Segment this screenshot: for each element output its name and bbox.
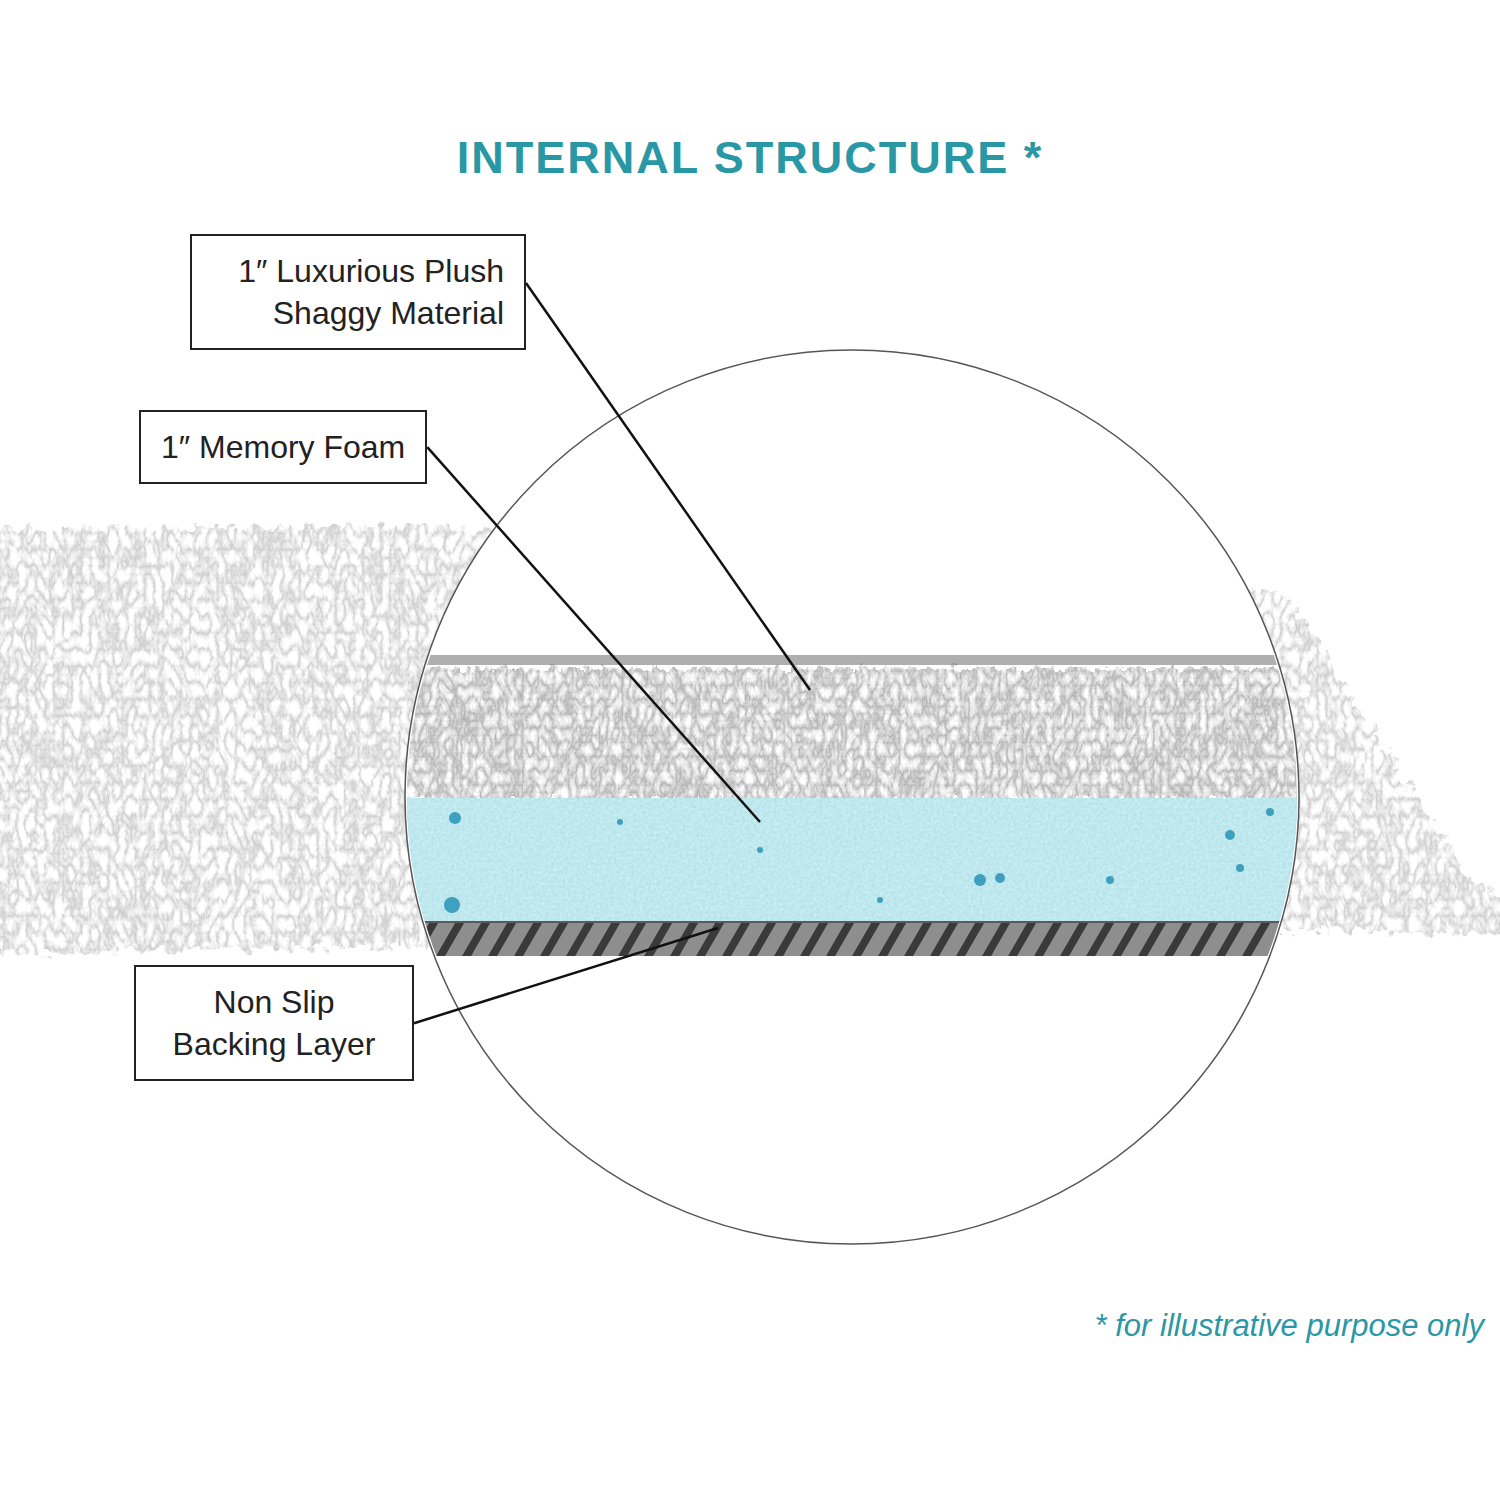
leader-line xyxy=(427,447,760,822)
label-box: 1″ Memory Foam xyxy=(139,410,427,484)
leader-line xyxy=(414,928,718,1023)
part-label: 1″ Memory Foam xyxy=(161,426,405,468)
diagram-title: INTERNAL STRUCTURE * xyxy=(0,132,1500,184)
cross-section xyxy=(395,655,1305,956)
label-box: 1″ Luxurious Plush Shaggy Material xyxy=(190,234,526,350)
backing-layer xyxy=(400,922,1300,956)
footnote-caption: * for illustrative purpose only xyxy=(1095,1308,1484,1344)
label-box: Non Slip Backing Layer xyxy=(134,965,414,1081)
foam-speckles xyxy=(444,808,1274,913)
part-label: 1″ Luxurious Plush Shaggy Material xyxy=(212,250,504,334)
part-label: Non Slip Backing Layer xyxy=(156,981,392,1065)
shag-layer xyxy=(395,668,1305,800)
foam-layer xyxy=(400,798,1300,922)
leader-line xyxy=(526,283,810,690)
